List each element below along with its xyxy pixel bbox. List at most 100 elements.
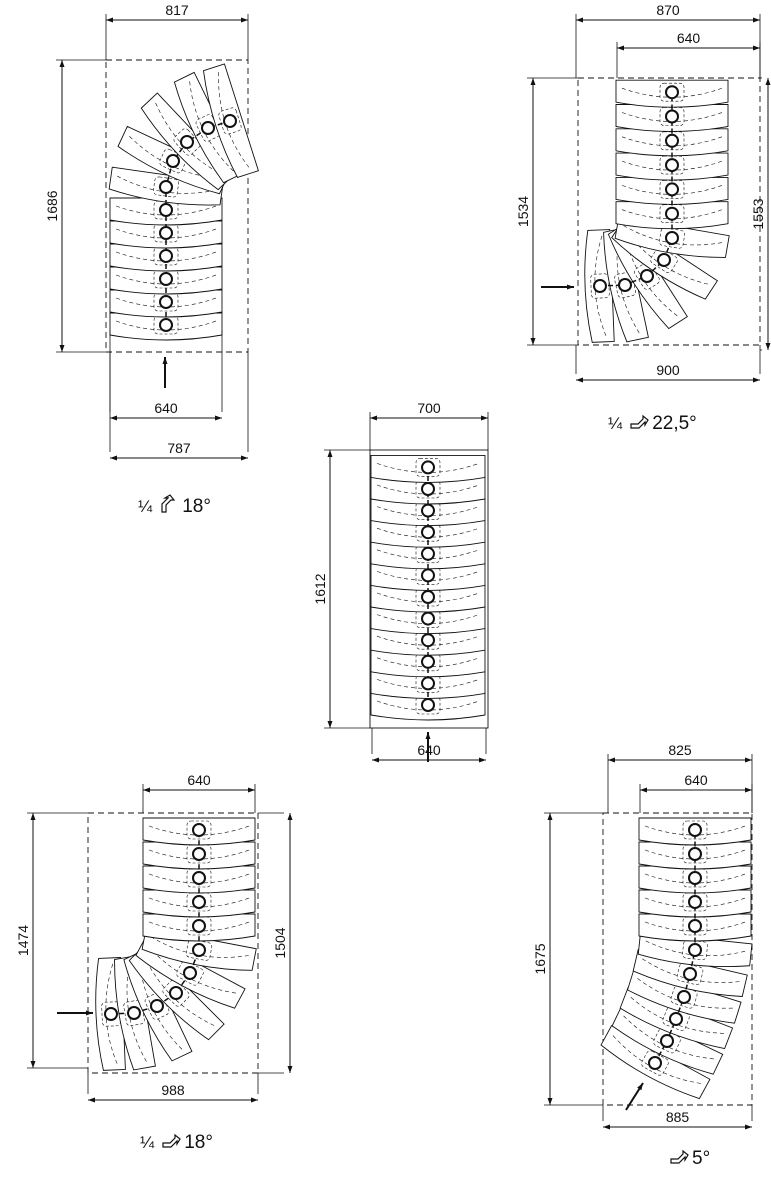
- arrowhead: [251, 1097, 258, 1103]
- column-post: [665, 158, 679, 173]
- dimension-label: 1686: [44, 190, 60, 221]
- dimension-label: 900: [656, 362, 680, 378]
- arrowhead: [287, 813, 293, 820]
- caption-fraction: ¼: [140, 1133, 155, 1152]
- stair-turn-icon: [159, 494, 179, 520]
- dimension-label: 1553: [750, 198, 766, 229]
- dimension-label: 640: [187, 772, 211, 788]
- column-post: [180, 135, 194, 149]
- arrowhead: [745, 787, 752, 793]
- dimension-label: 885: [666, 1109, 690, 1125]
- dimension-label: 1504: [272, 927, 288, 958]
- caption-fraction: ¼: [608, 414, 623, 433]
- column-post: [192, 895, 206, 909]
- stair-turn-icon: [161, 1130, 181, 1156]
- arrowhead: [370, 415, 377, 421]
- dimension-label: 1675: [532, 943, 548, 974]
- column-post: [421, 482, 435, 496]
- arrowhead: [241, 455, 248, 461]
- column-post: [150, 999, 164, 1013]
- dimension-label: 640: [154, 400, 178, 416]
- footprint-outline: [577, 77, 761, 346]
- arrowhead: [753, 377, 760, 383]
- footprint-outline: [87, 812, 259, 1074]
- arrowhead: [86, 1010, 93, 1016]
- column-post: [421, 503, 435, 518]
- column-post: [183, 966, 197, 980]
- arrowhead: [479, 757, 486, 763]
- column-post: [159, 249, 173, 263]
- arrowhead: [530, 78, 536, 85]
- arrowhead: [241, 17, 248, 23]
- column-post: [665, 85, 679, 100]
- column-post: [688, 847, 702, 861]
- column-post: [159, 226, 173, 240]
- arrowhead: [640, 787, 647, 793]
- caption-angle: 5°: [692, 1148, 711, 1169]
- arrowhead: [327, 450, 333, 457]
- column-post: [201, 121, 215, 135]
- bracket-outline: [682, 820, 708, 840]
- caption-diagram-1: ¼ 18°: [138, 494, 211, 520]
- arrowhead: [576, 377, 583, 383]
- column-post: [677, 990, 691, 1004]
- arrowhead: [745, 757, 752, 763]
- center-column: [599, 92, 673, 287]
- column-post: [192, 943, 206, 957]
- arrowhead: [248, 787, 255, 793]
- column-post: [657, 253, 671, 267]
- column-post: [669, 1012, 683, 1026]
- dimension-label: 817: [165, 2, 189, 18]
- dimension-label: 640: [417, 742, 441, 758]
- arrowhead: [567, 284, 574, 290]
- column-post: [421, 590, 435, 604]
- arrowhead: [110, 415, 117, 421]
- arrowhead: [530, 338, 536, 345]
- dimension-label: 870: [656, 2, 680, 18]
- footprint-outline: [369, 449, 489, 729]
- column-post: [192, 871, 206, 885]
- arrowhead: [753, 17, 760, 23]
- arrowhead: [287, 1066, 293, 1073]
- column-post: [192, 847, 206, 861]
- arrowhead: [425, 732, 431, 739]
- arrowhead: [765, 343, 771, 350]
- column-post: [166, 154, 180, 168]
- column-post: [104, 1007, 118, 1021]
- column-post: [660, 1034, 674, 1048]
- column-post: [159, 203, 173, 217]
- column-post: [648, 1056, 662, 1070]
- arrowhead: [372, 757, 379, 763]
- dimension-label: 825: [668, 742, 692, 758]
- arrowhead: [327, 721, 333, 728]
- column-post: [421, 698, 435, 712]
- column-post: [159, 295, 173, 309]
- column-post: [192, 823, 206, 837]
- column-post: [688, 871, 702, 885]
- column-post: [688, 919, 702, 933]
- arrowhead: [547, 1098, 553, 1105]
- column-post: [223, 114, 237, 128]
- column-post: [421, 546, 435, 561]
- dimension-label: 640: [684, 772, 708, 788]
- arrowhead: [30, 1061, 36, 1068]
- arrowhead: [603, 1124, 610, 1130]
- arrowhead: [637, 1083, 643, 1091]
- column-post: [127, 1006, 141, 1020]
- column-post: [421, 568, 435, 583]
- column-post: [665, 133, 679, 148]
- arrowhead: [481, 415, 488, 421]
- dimension-label: 787: [167, 440, 191, 456]
- footprint-outline: [105, 59, 249, 353]
- column-post: [159, 272, 173, 286]
- column-post: [683, 967, 697, 981]
- arrowhead: [88, 1097, 95, 1103]
- column-post: [421, 633, 435, 648]
- arrowhead: [215, 415, 222, 421]
- caption-angle: 22,5°: [652, 413, 697, 434]
- stair-turn-icon: [629, 411, 649, 437]
- arrowhead: [59, 345, 65, 352]
- dimension-label: 640: [677, 30, 701, 46]
